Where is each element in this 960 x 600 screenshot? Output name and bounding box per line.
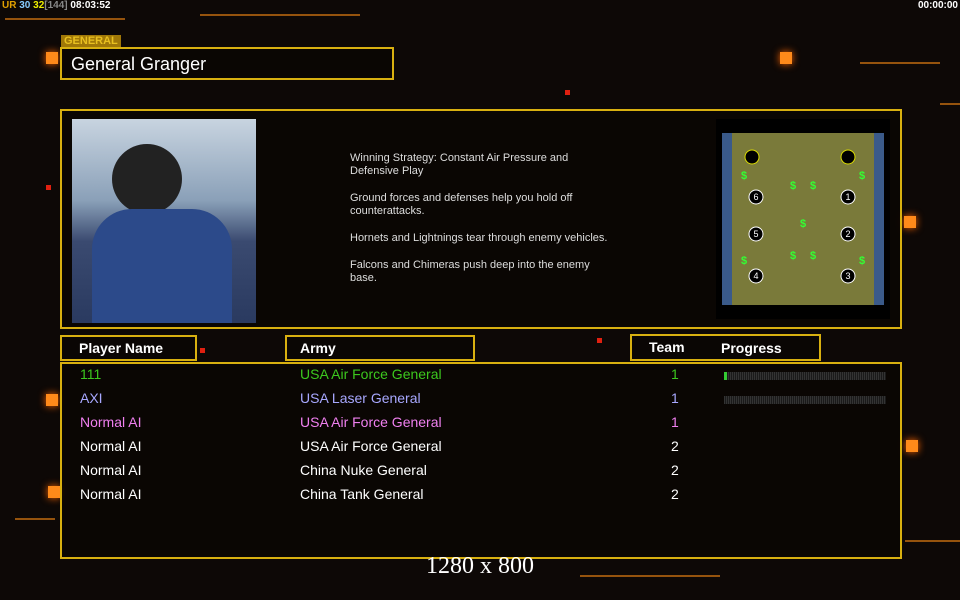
svg-text:$: $ [741, 255, 747, 267]
player-army: USA Air Force General [300, 366, 442, 382]
player-row[interactable]: Normal AI China Tank General 2 [62, 486, 900, 510]
progress-bar [724, 372, 886, 380]
map-slot-1[interactable] [840, 189, 856, 205]
header-player-name: Player Name [60, 335, 197, 361]
general-info-panel: $ $ $ $ $ $ $ $ $ 1 2 3 4 5 6 [60, 109, 902, 329]
header-team: Team [649, 339, 685, 355]
progress-bar [724, 396, 886, 404]
map-preview: $ $ $ $ $ $ $ $ $ 1 2 3 4 5 6 [716, 119, 890, 319]
svg-text:$: $ [741, 170, 747, 182]
svg-text:$: $ [790, 250, 796, 262]
svg-text:$: $ [810, 250, 816, 262]
svg-text:$: $ [790, 180, 796, 192]
player-row[interactable]: Normal AI USA Air Force General 2 [62, 438, 900, 462]
hud-ur: UR [2, 0, 17, 11]
player-army: USA Air Force General [300, 414, 442, 430]
map-slot-label: 3 [845, 271, 850, 281]
player-team: 2 [671, 438, 679, 454]
player-name: 111 [80, 366, 102, 382]
player-army: China Tank General [300, 486, 424, 502]
svg-text:$: $ [810, 180, 816, 192]
map-slot-3[interactable] [840, 268, 856, 284]
strategy-line: Ground forces and defenses help you hold… [350, 192, 573, 217]
strategy-line: Winning Strategy: Constant Air Pressure … [350, 152, 569, 177]
map-slot-label: 1 [845, 192, 850, 202]
player-team: 1 [671, 414, 679, 430]
player-name: Normal AI [80, 414, 142, 430]
header-army: Army [285, 335, 475, 361]
map-slot-4[interactable] [748, 268, 764, 284]
player-army: USA Air Force General [300, 438, 442, 454]
player-army: USA Laser General [300, 390, 421, 406]
strategy-line: Falcons and Chimeras push deep into the … [350, 259, 590, 284]
resolution-label: 1280 x 800 [426, 553, 534, 579]
hud-clock: 08:03:52 [70, 0, 111, 11]
winning-strategy: Winning Strategy: Constant Air Pressure … [350, 152, 620, 299]
player-name: AXI [80, 390, 103, 406]
hud-frames: [144] [44, 0, 68, 11]
player-name: Normal AI [80, 486, 142, 502]
svg-text:$: $ [859, 255, 865, 267]
header-team-progress: Team Progress [630, 334, 821, 361]
map-slot-5[interactable] [748, 226, 764, 242]
general-name-box: General Granger [60, 47, 394, 80]
player-name: Normal AI [80, 462, 142, 478]
player-row[interactable]: 111 USA Air Force General 1 [62, 366, 900, 390]
svg-text:$: $ [859, 170, 865, 182]
player-row[interactable]: Normal AI China Nuke General 2 [62, 462, 900, 486]
player-team: 1 [671, 366, 679, 382]
map-slot-2[interactable] [840, 226, 856, 242]
map-slot-6[interactable] [748, 189, 764, 205]
general-tag: GENERAL [61, 35, 121, 47]
player-team: 1 [671, 390, 679, 406]
strategy-line: Hornets and Lightnings tear through enem… [350, 232, 608, 244]
player-team: 2 [671, 462, 679, 478]
player-row[interactable]: Normal AI USA Air Force General 1 [62, 414, 900, 438]
player-team: 2 [671, 486, 679, 502]
map-slot-label: 6 [753, 192, 758, 202]
hud-fps-target: 32 [33, 0, 45, 11]
hud-stats: UR 30 32[144] 08:03:52 [2, 0, 110, 11]
player-name: Normal AI [80, 438, 142, 454]
hud-fps: 30 [19, 0, 31, 11]
hud-timer: 00:00:00 [917, 0, 958, 11]
player-army: China Nuke General [300, 462, 427, 478]
general-name: General Granger [71, 54, 207, 74]
map-slot-label: 2 [845, 229, 850, 239]
player-row[interactable]: AXI USA Laser General 1 [62, 390, 900, 414]
map-slot-label: 5 [753, 229, 758, 239]
header-progress: Progress [721, 340, 782, 356]
general-portrait [72, 119, 256, 323]
svg-text:$: $ [800, 218, 806, 230]
map-slot-label: 4 [753, 271, 758, 281]
